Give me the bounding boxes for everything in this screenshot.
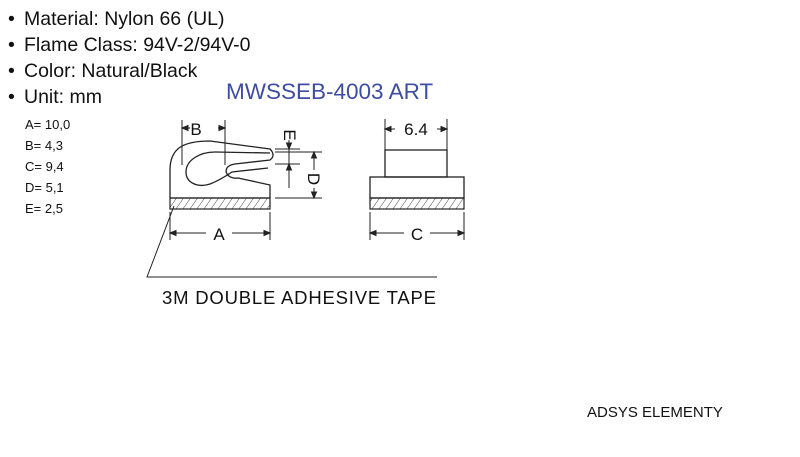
- company-name: ADSYS ELEMENTY: [587, 404, 723, 421]
- spec-color: •Color: Natural/Black: [8, 60, 198, 82]
- spec-list: •Material: Nylon 66 (UL) •Flame Class: 9…: [8, 6, 251, 110]
- spec-material-text: Material: Nylon 66 (UL): [24, 8, 225, 30]
- dimension-b-label: B: [190, 120, 201, 139]
- dimension-b: [180, 120, 227, 165]
- dimension-c: [368, 212, 466, 240]
- front-top-block: [384, 149, 448, 178]
- spec-material: •Material: Nylon 66 (UL): [8, 8, 225, 30]
- dimension-e-label: E: [280, 129, 299, 140]
- spec-color-text: Color: Natural/Black: [24, 60, 198, 82]
- tape-leader-line: [146, 205, 437, 278]
- tape-label: 3M DOUBLE ADHESIVE TAPE: [162, 287, 437, 308]
- dimension-width: [383, 119, 449, 150]
- dimension-d-value: D= 5,1: [25, 180, 64, 195]
- front-base: [369, 176, 465, 199]
- side-tape: [169, 197, 271, 210]
- product-title: MWSSEB-4003 ART: [226, 79, 434, 104]
- front-tape: [369, 197, 465, 210]
- dimension-a-value: A= 10,0: [25, 117, 71, 132]
- side-view: [169, 140, 274, 199]
- dimension-e: [275, 140, 300, 188]
- dimension-b-value: B= 4,3: [25, 138, 63, 153]
- dimension-c-label: C: [411, 225, 423, 244]
- dimension-e-value: E= 2,5: [25, 201, 63, 216]
- dimension-width-label: 6.4: [404, 120, 428, 139]
- dimension-d-label: D: [304, 173, 323, 185]
- spec-flame-class: •Flame Class: 94V-2/94V-0: [8, 34, 251, 56]
- spec-flame-class-text: Flame Class: 94V-2/94V-0: [24, 34, 251, 56]
- spec-unit: •Unit: mm: [8, 86, 102, 108]
- dimension-a: [168, 212, 272, 240]
- dimension-a-label: A: [213, 225, 225, 244]
- front-view: [369, 149, 465, 199]
- clip-slot: [185, 151, 271, 187]
- dimension-d: [275, 150, 322, 200]
- dimension-c-value: C= 9,4: [25, 159, 64, 174]
- spec-unit-text: Unit: mm: [24, 86, 102, 108]
- dimension-value-list: A= 10,0 B= 4,3 C= 9,4 D= 5,1 E= 2,5: [25, 114, 70, 219]
